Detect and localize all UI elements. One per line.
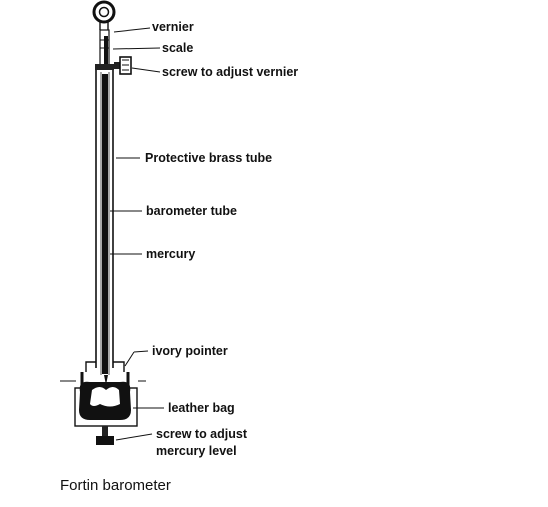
label-screw-vernier: screw to adjust vernier bbox=[162, 65, 298, 79]
label-ivory-pointer: ivory pointer bbox=[152, 344, 228, 358]
label-screw-mercury-1: screw to adjust bbox=[156, 427, 248, 441]
barometer-tube bbox=[100, 72, 110, 375]
label-screw-mercury-2: mercury level bbox=[156, 444, 237, 458]
label-scale: scale bbox=[162, 41, 193, 55]
vernier-screw bbox=[114, 56, 132, 75]
label-vernier: vernier bbox=[152, 20, 194, 34]
leader-lines bbox=[110, 27, 164, 441]
label-mercury: mercury bbox=[146, 247, 195, 261]
cistern bbox=[60, 361, 146, 427]
label-barometer-tube: barometer tube bbox=[146, 204, 237, 218]
vernier-head bbox=[99, 29, 110, 66]
label-brass-tube: Protective brass tube bbox=[145, 151, 272, 165]
diagram-caption: Fortin barometer bbox=[60, 477, 171, 494]
label-leather-bag: leather bag bbox=[168, 401, 235, 415]
top-collar bbox=[95, 64, 114, 70]
mercury-level-screw bbox=[96, 426, 114, 445]
mercury-column bbox=[102, 74, 108, 374]
suspension-ring bbox=[92, 0, 116, 30]
protective-brass-tube bbox=[95, 70, 114, 368]
